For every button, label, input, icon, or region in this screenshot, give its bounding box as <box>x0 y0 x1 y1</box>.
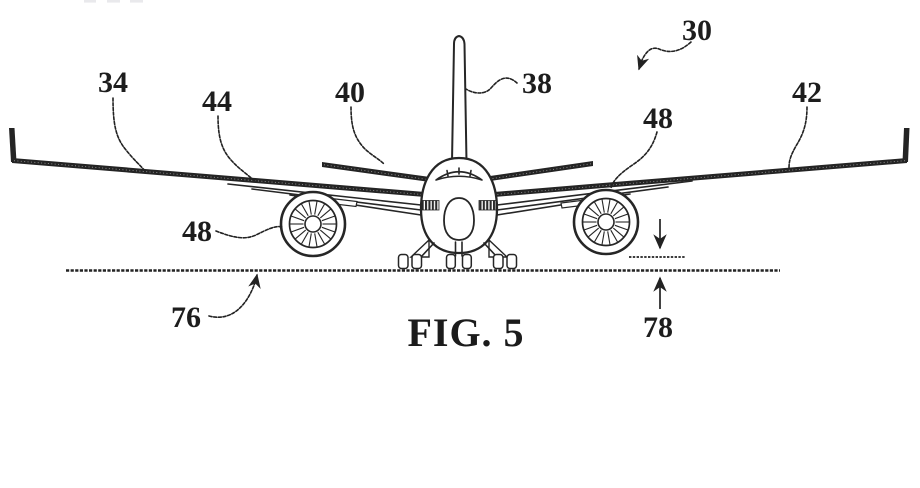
ref-label-right-engine: 48 <box>643 102 673 135</box>
left-gear-wheel <box>411 253 423 270</box>
vertical-stabilizer <box>450 34 468 163</box>
leader-38 <box>465 77 518 94</box>
horizontal-stabilizer <box>322 161 593 182</box>
ref-label-aircraft: 30 <box>682 14 712 47</box>
ref-label-inboard-wing: 44 <box>202 85 232 118</box>
ref-label-left-wing: 34 <box>98 66 128 99</box>
clearance-dimension <box>629 219 686 309</box>
right-door-marking <box>478 200 497 211</box>
leader-76-arrow <box>208 273 261 318</box>
cockpit-windshield <box>435 170 483 181</box>
left-door-marking <box>421 200 440 211</box>
right-winglet <box>902 128 910 162</box>
right-gear-wheel <box>506 253 518 270</box>
ref-label-vertical-stabilizer: 38 <box>522 67 552 100</box>
leader-48-left <box>215 225 283 239</box>
page-edge-artifact <box>84 0 143 3</box>
nose-gear-wheel <box>445 253 457 270</box>
ref-label-right-wing: 42 <box>792 76 822 109</box>
leader-48-right <box>610 131 658 189</box>
leader-30-arrow <box>637 41 692 71</box>
fuselage <box>419 156 499 255</box>
left-engine <box>279 190 347 258</box>
ref-label-horizontal-stabilizer: 40 <box>335 76 365 109</box>
leader-44 <box>217 115 256 182</box>
landing-gear <box>397 238 518 270</box>
left-gear-wheel <box>397 253 409 270</box>
leader-40 <box>350 106 385 165</box>
nose-gear-wheel <box>461 253 473 270</box>
right-gear-wheel <box>492 253 504 270</box>
ref-label-ground-clearance: 78 <box>643 311 673 344</box>
right-wing <box>494 128 910 216</box>
ref-label-left-engine: 48 <box>182 215 212 248</box>
right-engine <box>572 188 640 256</box>
left-winglet <box>9 128 17 162</box>
leader-lines <box>112 41 808 318</box>
figure-caption: FIG. 5 <box>407 310 524 355</box>
nose-cone <box>443 197 475 241</box>
ref-label-ground: 76 <box>171 301 201 334</box>
leader-42 <box>788 106 808 169</box>
leader-34 <box>112 97 146 172</box>
